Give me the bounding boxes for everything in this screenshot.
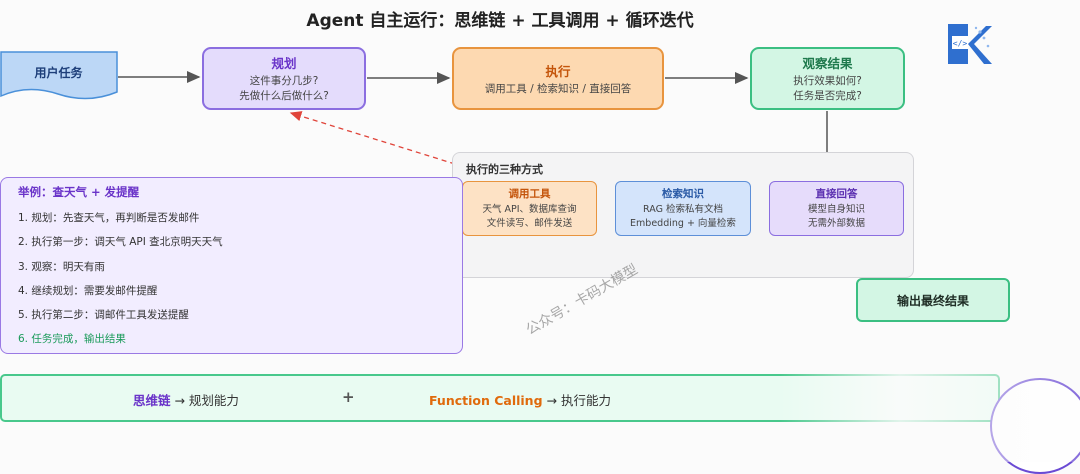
method-retrieve-knowledge: 检索知识 RAG 检索私有文档 Embedding + 向量检索: [615, 181, 751, 236]
observe-line-1: 执行效果如何?: [793, 75, 862, 87]
example-step-1: 1. 规划：先查天气，再判断是否发邮件: [18, 212, 200, 224]
example-step-5: 5. 执行第二步：调邮件工具发送提醒: [18, 309, 189, 321]
plan-line-2: 先做什么后做什么?: [239, 90, 329, 102]
method-call-tool-line-1: 天气 API、数据库查询: [482, 204, 577, 215]
example-step-3: 3. 观察：明天有雨: [18, 261, 105, 273]
footer-right: Function Calling → 执行能力: [429, 390, 611, 409]
observe-node: 观察结果 执行效果如何? 任务是否完成?: [750, 47, 905, 110]
example-box: [0, 177, 463, 354]
footer-left: 思维链 → 规划能力: [133, 390, 239, 409]
plan-line-1: 这件事分几步?: [249, 75, 319, 87]
method-call-tool-title: 调用工具: [508, 188, 551, 200]
observe-title: 观察结果: [802, 56, 853, 71]
footer-plus: +: [342, 388, 355, 406]
plan-title: 规划: [271, 56, 297, 71]
footer-left-rest: → 规划能力: [170, 393, 239, 408]
exec-methods-title: 执行的三种方式: [466, 163, 543, 176]
footer-right-bold: Function Calling: [429, 393, 543, 408]
diagram-title: Agent 自主运行：思维链 + 工具调用 + 循环迭代: [306, 11, 694, 31]
user-task-shape: [0, 51, 118, 100]
exec-node: 执行 调用工具 / 检索知识 / 直接回答: [452, 47, 664, 110]
method-retrieve-line-1: RAG 检索私有文档: [643, 204, 723, 215]
exec-title: 执行: [545, 63, 571, 79]
logo-icon: </>: [948, 24, 992, 64]
example-step-4: 4. 继续规划：需要发邮件提醒: [18, 285, 158, 297]
example-title: 举例：查天气 + 发提醒: [18, 185, 140, 199]
footer-right-rest: → 执行能力: [542, 393, 611, 408]
output-node: 输出最终结果: [856, 278, 1010, 322]
footer-left-bold: 思维链: [133, 393, 171, 408]
method-direct-line-2: 无需外部数据: [807, 218, 865, 229]
plan-node: 规划 这件事分几步? 先做什么后做什么?: [202, 47, 366, 110]
example-step-6: 6. 任务完成，输出结果: [18, 333, 126, 345]
method-call-tool: 调用工具 天气 API、数据库查询 文件读写、邮件发送: [462, 181, 597, 236]
connector-layer: [0, 51, 828, 165]
method-direct-line-1: 模型自身知识: [807, 204, 865, 215]
method-retrieve-line-2: Embedding + 向量检索: [630, 218, 736, 229]
user-task-label: 用户任务: [34, 66, 83, 80]
arrow-loop-back-to-plan: [289, 111, 456, 165]
method-retrieve-title: 检索知识: [662, 188, 704, 200]
example-step-2: 2. 执行第一步：调天气 API 查北京明天天气: [18, 236, 223, 248]
fade-overlay: [780, 370, 1080, 462]
method-direct-title: 直接回答: [815, 188, 858, 200]
exec-line-1: 调用工具 / 检索知识 / 直接回答: [484, 82, 632, 95]
method-call-tool-line-2: 文件读写、邮件发送: [486, 218, 573, 229]
observe-line-2: 任务是否完成?: [793, 90, 862, 102]
method-direct-answer: 直接回答 模型自身知识 无需外部数据: [769, 181, 904, 236]
svg-text:</>: </>: [953, 39, 968, 48]
